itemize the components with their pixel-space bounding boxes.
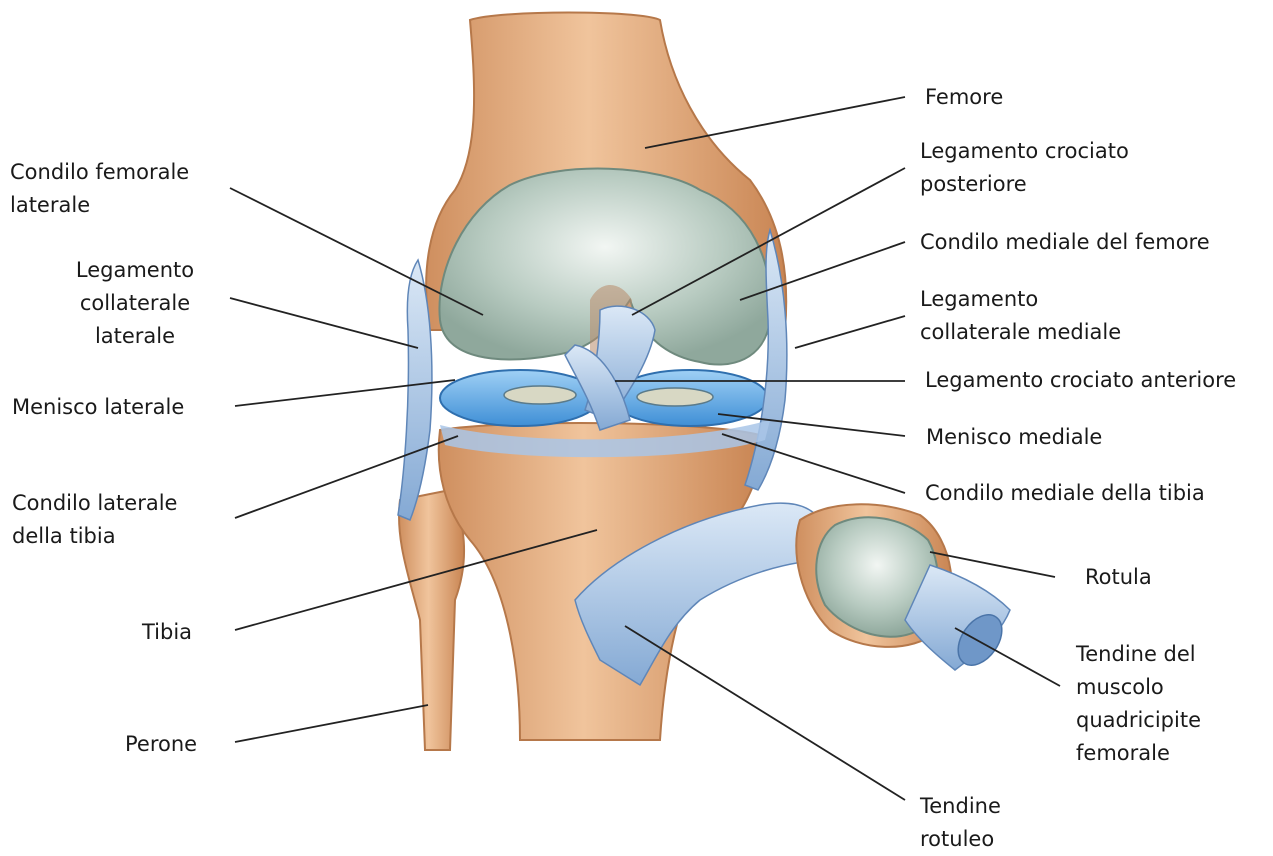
label-menisco-mediale: Menisco mediale (926, 421, 1102, 454)
label-tibia: Tibia (142, 616, 192, 649)
leader-legamento-collaterale-mediale (795, 316, 905, 348)
label-legamento-crociato-posteriore: Legamento crociato posteriore (920, 135, 1129, 201)
label-femore: Femore (925, 81, 1003, 114)
label-condilo-laterale-tibia: Condilo laterale della tibia (12, 487, 177, 553)
label-legamento-collaterale-laterale: Legamento collaterale laterale (60, 254, 210, 353)
label-legamento-crociato-anteriore: Legamento crociato anteriore (925, 364, 1236, 397)
label-condilo-mediale-tibia: Condilo mediale della tibia (925, 477, 1205, 510)
label-perone: Perone (125, 728, 197, 761)
label-condilo-femorale-laterale: Condilo femorale laterale (10, 156, 189, 222)
leader-tendine-rotuleo (625, 626, 905, 800)
fibula (399, 490, 464, 750)
leader-legamento-collaterale-laterale (230, 298, 418, 348)
lateral-collateral-ligament (398, 260, 432, 520)
label-tendine-rotuleo: Tendine rotuleo (920, 790, 1001, 856)
label-tendine-quadricipite: Tendine del muscolo quadricipite femoral… (1076, 638, 1201, 770)
leader-perone (235, 705, 428, 742)
label-condilo-mediale-femore: Condilo mediale del femore (920, 226, 1210, 259)
label-rotula: Rotula (1085, 561, 1152, 594)
label-menisco-laterale: Menisco laterale (12, 391, 184, 424)
label-legamento-collaterale-mediale: Legamento collaterale mediale (920, 283, 1121, 349)
